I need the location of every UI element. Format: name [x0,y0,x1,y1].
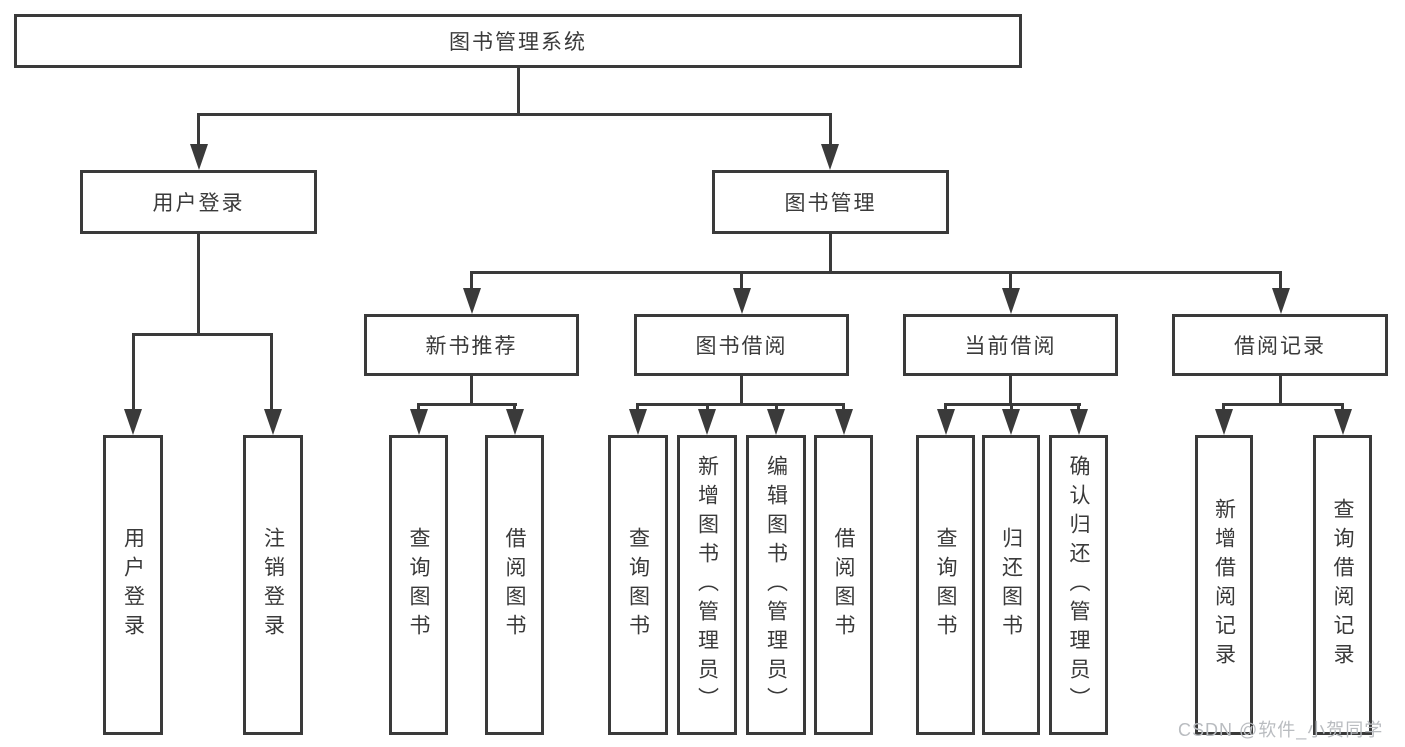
connector-line [706,403,709,413]
leaf-confirm-return-admin: 确认归还（管理员） [1049,435,1108,735]
node-new-book-recommend: 新书推荐 [364,314,579,376]
node-borrow-records: 借阅记录 [1172,314,1388,376]
arrow-down-icon [506,409,524,435]
arrow-down-icon [767,409,785,435]
connector-line [132,333,273,336]
connector-line [1009,376,1012,406]
connector-line [829,113,832,147]
leaf-borrow-books-recommend: 借阅图书 [485,435,544,735]
leaf-confirm-return-admin-label: 确认归还（管理员） [1067,454,1090,716]
connector-line [829,234,832,274]
connector-line [1279,271,1282,292]
connector-line [197,113,200,147]
arrow-down-icon [1002,288,1020,314]
connector-line [513,403,516,413]
node-borrow-records-label: 借阅记录 [1234,335,1326,358]
arrow-down-icon [264,409,282,435]
arrow-down-icon [1215,409,1233,435]
leaf-query-books-recommend: 查询图书 [389,435,448,735]
arrow-down-icon [835,409,853,435]
connector-line [842,403,845,413]
leaf-query-borrow-record: 查询借阅记录 [1313,435,1372,735]
leaf-add-borrow-record-label: 新增借阅记录 [1212,498,1236,672]
connector-line [197,113,832,116]
leaf-user-login: 用户登录 [103,435,163,735]
arrow-down-icon [733,288,751,314]
leaf-return-books: 归还图书 [982,435,1040,735]
leaf-query-books-current: 查询图书 [916,435,975,735]
leaf-borrow-books-recommend-label: 借阅图书 [503,527,526,643]
connector-line [417,403,517,406]
leaf-add-books-admin: 新增图书（管理员） [677,435,737,735]
node-book-management-label: 图书管理 [784,192,877,215]
leaf-borrow-books-label: 借阅图书 [832,527,855,643]
leaf-logout-label: 注销登录 [261,527,285,643]
node-user-login: 用户登录 [80,170,317,234]
connector-line [1279,376,1282,406]
arrow-down-icon [190,144,208,170]
connector-line [775,403,778,413]
connector-line [740,376,743,406]
arrow-down-icon [1334,409,1352,435]
connector-line [1222,403,1225,413]
leaf-logout: 注销登录 [243,435,303,735]
connector-line [740,271,743,292]
arrow-down-icon [937,409,955,435]
leaf-query-books-recommend-label: 查询图书 [407,527,430,643]
node-book-borrow-label: 图书借阅 [695,335,788,358]
arrow-down-icon [1002,409,1020,435]
arrow-down-icon [124,409,142,435]
leaf-add-borrow-record: 新增借阅记录 [1195,435,1253,735]
connector-line [1009,271,1012,292]
connector-line [636,403,639,413]
node-new-book-recommend-label: 新书推荐 [425,335,518,358]
leaf-edit-books-admin-label: 编辑图书（管理员） [764,454,788,716]
connector-line [132,333,135,413]
arrow-down-icon [821,144,839,170]
arrow-down-icon [1272,288,1290,314]
arrow-down-icon [1070,409,1088,435]
csdn-watermark: CSDN @软件_小贺同学 [1178,720,1384,740]
connector-line [270,333,273,413]
node-user-login-label: 用户登录 [152,192,245,215]
arrow-down-icon [698,409,716,435]
arrow-down-icon [463,288,481,314]
leaf-add-books-admin-label: 新增图书（管理员） [695,454,719,716]
leaf-query-books-borrow: 查询图书 [608,435,668,735]
connector-line [944,403,947,413]
arrow-down-icon [410,409,428,435]
node-book-management: 图书管理 [712,170,949,234]
leaf-user-login-label: 用户登录 [121,527,145,643]
node-root: 图书管理系统 [14,14,1022,68]
connector-line [470,376,473,406]
leaf-borrow-books: 借阅图书 [814,435,873,735]
connector-line [517,68,520,116]
node-book-borrow: 图书借阅 [634,314,849,376]
connector-line [1010,403,1013,413]
connector-line [1222,403,1344,406]
connector-line [417,403,420,413]
connector-line [636,403,845,406]
node-current-borrow-label: 当前借阅 [964,335,1057,358]
connector-line [470,271,1281,274]
leaf-query-books-borrow-label: 查询图书 [626,527,650,643]
leaf-query-books-current-label: 查询图书 [934,527,957,643]
node-current-borrow: 当前借阅 [903,314,1118,376]
leaf-return-books-label: 归还图书 [999,527,1023,643]
connector-line [1077,403,1080,413]
connector-line [470,271,473,292]
connector-line [197,234,200,336]
leaf-query-borrow-record-label: 查询借阅记录 [1331,498,1354,672]
node-root-label: 图书管理系统 [449,31,587,54]
leaf-edit-books-admin: 编辑图书（管理员） [746,435,806,735]
arrow-down-icon [629,409,647,435]
connector-line [1341,403,1344,413]
